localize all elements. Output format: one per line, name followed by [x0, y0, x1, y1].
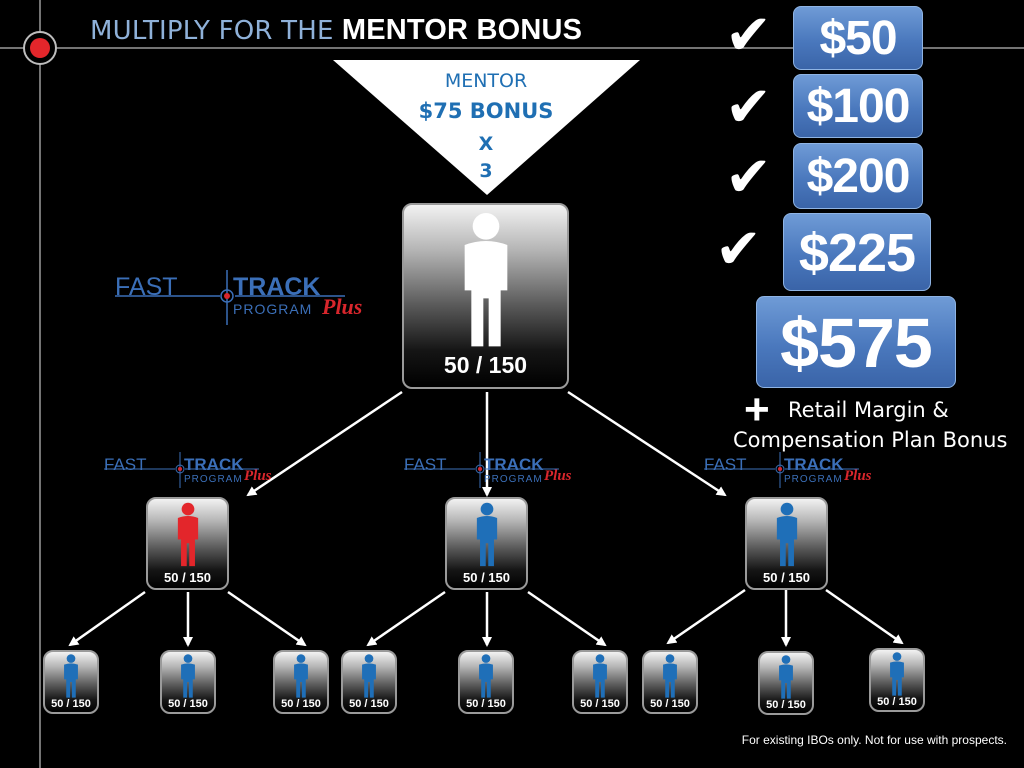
person-icon	[177, 502, 199, 567]
mentor-times: X	[478, 133, 494, 155]
fast-track-logo: FAST TRACK PROGRAM Plus	[704, 452, 884, 492]
logo-plus: Plus	[844, 468, 872, 484]
bonus-box: $50	[793, 6, 923, 70]
mentor-triangle	[333, 60, 640, 195]
level3-node: 50 / 150	[160, 650, 216, 714]
node-label: 50 / 150	[51, 698, 91, 710]
fast-track-logo: FAST TRACK PROGRAM Plus	[115, 270, 385, 330]
arrow	[227, 590, 307, 647]
checkmark-icon: ✔	[725, 145, 772, 210]
level2-node: 50 / 150	[445, 497, 528, 590]
top-node: 50 / 150	[402, 203, 569, 389]
node-label: 50 / 150	[168, 698, 208, 710]
logo-program: PROGRAM	[484, 474, 543, 485]
node-label: 50 / 150	[281, 698, 321, 710]
arrow	[666, 588, 746, 645]
mentor-bonus: $75 BONUS	[418, 99, 554, 123]
level3-node: 50 / 150	[341, 650, 397, 714]
arrow	[825, 588, 904, 645]
bonus-box: $225	[783, 213, 931, 291]
logo-program: PROGRAM	[784, 474, 843, 485]
level3-node: 50 / 150	[273, 650, 329, 714]
logo-track: TRACK	[233, 273, 321, 301]
person-icon	[593, 654, 607, 698]
logo-track: TRACK	[184, 455, 244, 474]
level3-node: 50 / 150	[869, 648, 925, 712]
person-icon	[362, 654, 376, 698]
logo-target-icon	[404, 452, 559, 488]
node-label: 50 / 150	[463, 570, 510, 585]
checkmark-icon: ✔	[725, 75, 772, 140]
person-icon	[663, 654, 677, 698]
logo-program: PROGRAM	[233, 301, 313, 317]
checkmark-icon: ✔	[725, 3, 772, 68]
logo-target-icon	[115, 270, 345, 325]
person-icon	[476, 502, 498, 567]
person-icon	[64, 654, 78, 698]
logo-track: TRACK	[484, 455, 544, 474]
node-label: 50 / 150	[650, 698, 690, 710]
arrow	[68, 590, 146, 647]
node-label: 50 / 150	[766, 699, 806, 711]
mentor-label: MENTOR	[444, 70, 528, 92]
arrow	[246, 390, 403, 497]
person-icon	[294, 654, 308, 698]
level2-node: 50 / 150	[146, 497, 229, 590]
title-light: MULTIPLY FOR THE	[90, 16, 334, 46]
page-title: MULTIPLY FOR THE MENTOR BONUS	[90, 14, 582, 47]
person-icon	[890, 652, 904, 696]
person-icon	[464, 213, 508, 347]
person-icon	[181, 654, 195, 698]
retail-margin-text: Retail Margin &	[788, 398, 949, 422]
level3-node: 50 / 150	[642, 650, 698, 714]
total-box: $575	[756, 296, 956, 388]
fast-track-logo: FAST TRACK PROGRAM Plus	[104, 452, 284, 492]
node-label: 50 / 150	[466, 698, 506, 710]
logo-plus: Plus	[322, 294, 363, 319]
compensation-plan-text: Compensation Plan Bonus	[733, 428, 1008, 452]
logo-target-icon	[104, 452, 259, 488]
disclaimer: For existing IBOs only. Not for use with…	[741, 733, 1007, 747]
arrow	[567, 390, 727, 497]
node-label: 50 / 150	[443, 352, 528, 378]
level2-node: 50 / 150	[745, 497, 828, 590]
logo-plus: Plus	[544, 468, 572, 484]
bonus-box: $100	[793, 74, 923, 138]
level3-node: 50 / 150	[43, 650, 99, 714]
node-label: 50 / 150	[164, 570, 211, 585]
checkmark-icon: ✔	[715, 217, 762, 282]
logo-track: TRACK	[784, 455, 844, 474]
node-label: 50 / 150	[763, 570, 810, 585]
fast-track-logo: FAST TRACK PROGRAM Plus	[404, 452, 584, 492]
node-label: 50 / 150	[877, 696, 917, 708]
mentor-multiplier: 3	[479, 160, 493, 182]
logo-program: PROGRAM	[184, 474, 243, 485]
level3-node: 50 / 150	[458, 650, 514, 714]
logo-plus: Plus	[244, 468, 272, 484]
arrow	[366, 590, 446, 647]
person-icon	[779, 655, 793, 699]
node-label: 50 / 150	[349, 698, 389, 710]
level3-node: 50 / 150	[758, 651, 814, 715]
title-bold: MENTOR BONUS	[341, 14, 583, 46]
person-icon	[479, 654, 493, 698]
plus-sign: +	[744, 385, 770, 434]
node-label: 50 / 150	[580, 698, 620, 710]
bonus-box: $200	[793, 143, 923, 209]
logo-target-icon	[704, 452, 859, 488]
level3-node: 50 / 150	[572, 650, 628, 714]
person-icon	[776, 502, 798, 567]
arrow	[527, 590, 607, 647]
